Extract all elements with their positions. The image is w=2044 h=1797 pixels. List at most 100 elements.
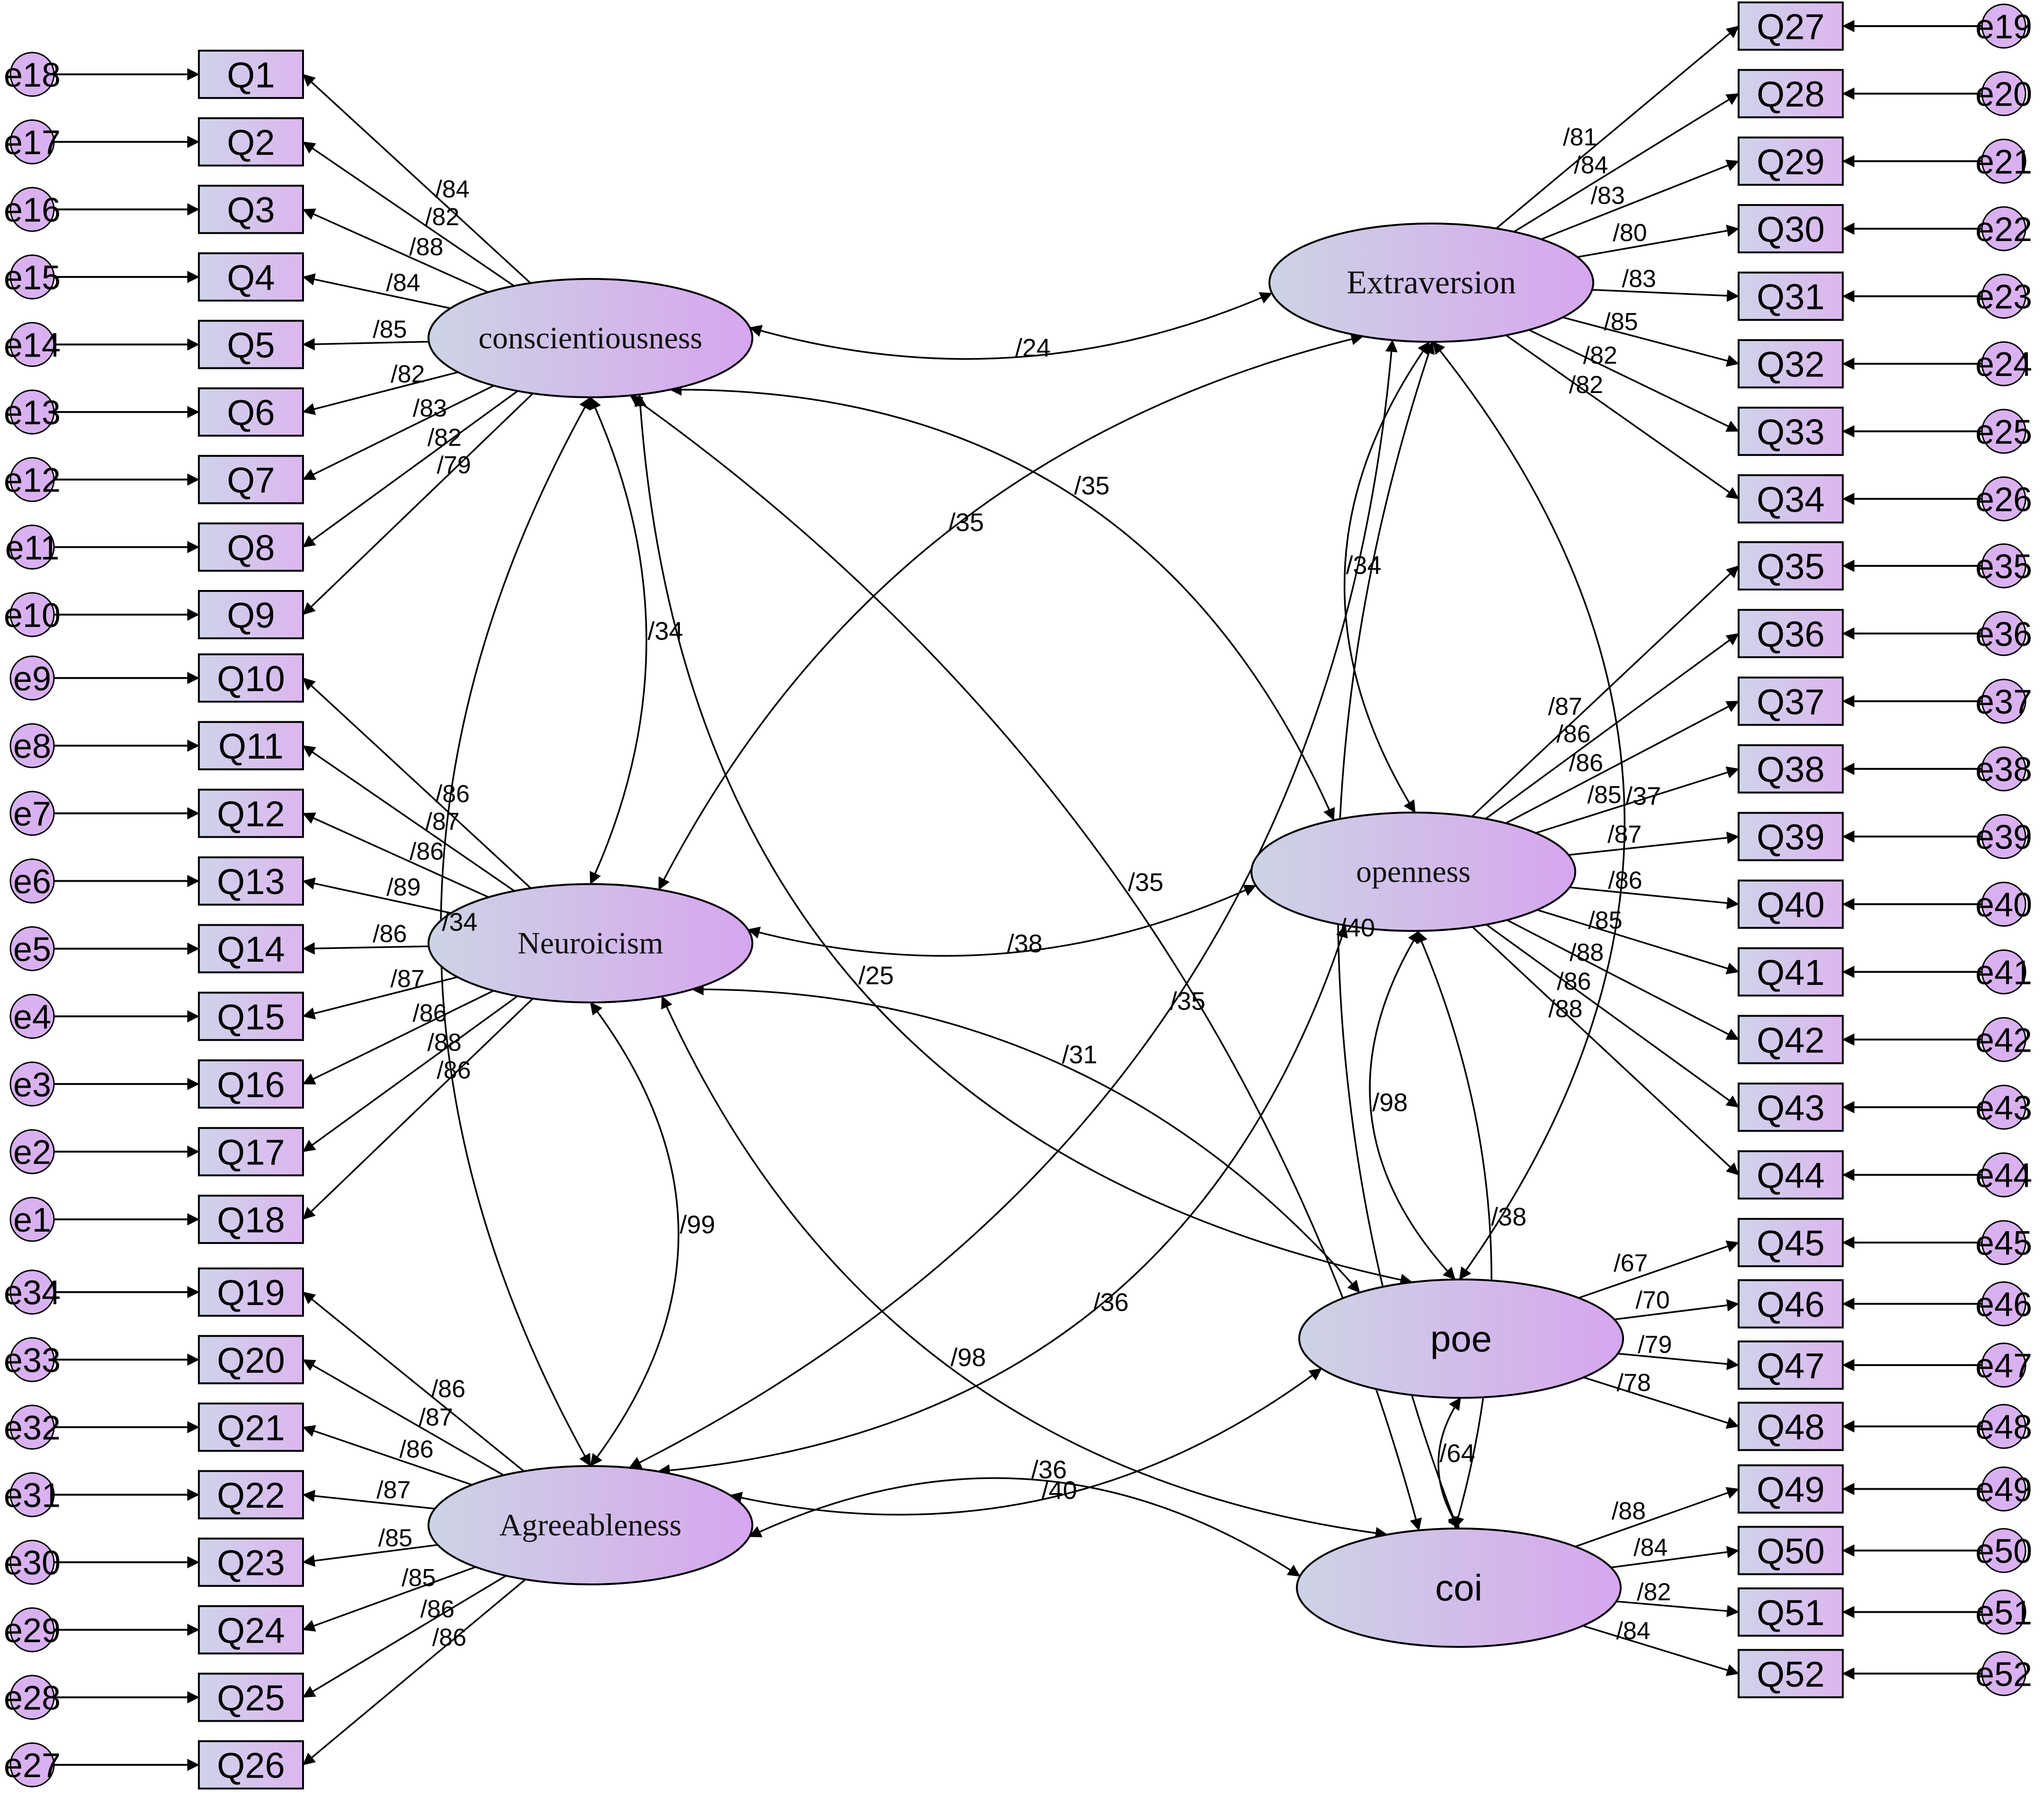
indicator-box bbox=[198, 252, 304, 302]
error-node bbox=[9, 1742, 55, 1788]
error-label: e43 bbox=[1975, 1089, 2032, 1127]
loading-arrow bbox=[302, 208, 489, 293]
indicator-label: Q9 bbox=[227, 595, 275, 635]
covariance-arc bbox=[749, 1477, 1301, 1577]
indicator-label: Q21 bbox=[217, 1408, 285, 1448]
indicator-box bbox=[1738, 1587, 1844, 1637]
indicator-box bbox=[198, 1402, 304, 1452]
indicator-label: Q51 bbox=[1757, 1593, 1825, 1633]
error-node bbox=[1981, 1281, 2026, 1326]
loading-arrow bbox=[302, 677, 532, 889]
loading-arrow bbox=[302, 384, 494, 481]
loading-arrow bbox=[302, 390, 518, 548]
indicator-box bbox=[1738, 1402, 1844, 1451]
error-label: e31 bbox=[4, 1477, 61, 1515]
error-node bbox=[1981, 1651, 2026, 1696]
indicator-box bbox=[198, 1195, 304, 1244]
loading-weight: /86 bbox=[1556, 721, 1590, 748]
indicator-label: Q7 bbox=[227, 460, 275, 501]
label-layer: /84/82/88/84/85/82/83/82/79/86/87/86/89/… bbox=[373, 124, 1672, 1651]
loading-weight: /85 bbox=[1588, 907, 1622, 934]
error-node bbox=[1981, 543, 2026, 589]
loading-weight: /87 bbox=[1607, 821, 1642, 849]
loading-weight: /82 bbox=[425, 204, 459, 231]
loading-arrow bbox=[302, 812, 489, 898]
indicator-box bbox=[1738, 1464, 1844, 1514]
error-label: e16 bbox=[4, 191, 61, 229]
covariance-weight: /35 bbox=[1074, 472, 1109, 500]
loading-weight: /86 bbox=[410, 838, 444, 866]
error-node bbox=[1981, 476, 2026, 521]
error-label: e2 bbox=[13, 1134, 51, 1171]
error-node bbox=[1981, 1084, 2026, 1130]
indicator-box bbox=[198, 1059, 304, 1109]
error-node bbox=[9, 723, 55, 769]
loading-arrow bbox=[1611, 1546, 1740, 1569]
indicator-q16: e3 Q16 bbox=[9, 1059, 304, 1109]
indicator-box bbox=[1738, 204, 1844, 253]
indicator-label: Q16 bbox=[217, 1065, 285, 1105]
covariance-weight: /36 bbox=[1031, 1456, 1067, 1484]
loading-weight: /87 bbox=[419, 1404, 453, 1431]
covariance-weight: /40 bbox=[1339, 914, 1375, 942]
indicator-box bbox=[1738, 474, 1844, 524]
loading-arrow bbox=[302, 371, 458, 415]
indicator-label: Q3 bbox=[227, 190, 275, 231]
loading-weight: /82 bbox=[1569, 371, 1603, 399]
loading-weight: /86 bbox=[432, 1624, 466, 1651]
loading-arrow bbox=[1496, 25, 1740, 229]
indicator-label: Q41 bbox=[1757, 953, 1825, 993]
error-node bbox=[9, 457, 55, 502]
indicator-label: Q13 bbox=[217, 862, 285, 902]
error-label: e37 bbox=[1975, 683, 2032, 721]
loading-arrow bbox=[1537, 909, 1740, 974]
loading-arrow bbox=[302, 1359, 504, 1476]
error-node bbox=[9, 119, 55, 165]
latent-label: poe bbox=[1430, 1318, 1492, 1359]
loading-weight: /86 bbox=[412, 1000, 446, 1027]
indicator-box bbox=[198, 1267, 304, 1317]
indicator-box bbox=[198, 856, 304, 906]
indicator-box bbox=[198, 1672, 304, 1722]
covariance-weight: /34 bbox=[1346, 551, 1381, 580]
covariance-arc bbox=[747, 885, 1257, 957]
loading-weight: /85 bbox=[402, 1564, 436, 1591]
loading-weight: /81 bbox=[1563, 124, 1597, 151]
indicator-label: Q42 bbox=[1757, 1020, 1825, 1061]
error-node bbox=[1981, 1342, 2026, 1388]
error-label: e3 bbox=[13, 1066, 51, 1104]
loading-weight: /87 bbox=[425, 808, 459, 835]
error-label: e11 bbox=[5, 529, 60, 567]
error-node bbox=[1981, 1404, 2026, 1449]
latent-label: Agreeableness bbox=[500, 1508, 682, 1543]
loading-weight: /86 bbox=[399, 1436, 433, 1463]
indicator-box bbox=[198, 1335, 304, 1385]
indicator-label: Q34 bbox=[1757, 480, 1825, 520]
indicator-box bbox=[198, 590, 304, 639]
loading-arrow bbox=[302, 73, 531, 284]
loading-weight: /80 bbox=[1613, 219, 1647, 247]
error-label: e41 bbox=[1975, 954, 2032, 992]
indicator-label: Q27 bbox=[1757, 7, 1825, 47]
indicator-box bbox=[1738, 879, 1844, 929]
loading-arrow bbox=[302, 273, 451, 309]
loading-weight: /82 bbox=[428, 424, 462, 452]
indicator-label: Q52 bbox=[1757, 1654, 1825, 1695]
covariance-weight: /36 bbox=[1093, 1288, 1129, 1317]
error-label: e48 bbox=[1975, 1408, 2032, 1446]
error-label: e39 bbox=[1975, 819, 2032, 857]
loading-weight: /88 bbox=[1570, 939, 1604, 966]
